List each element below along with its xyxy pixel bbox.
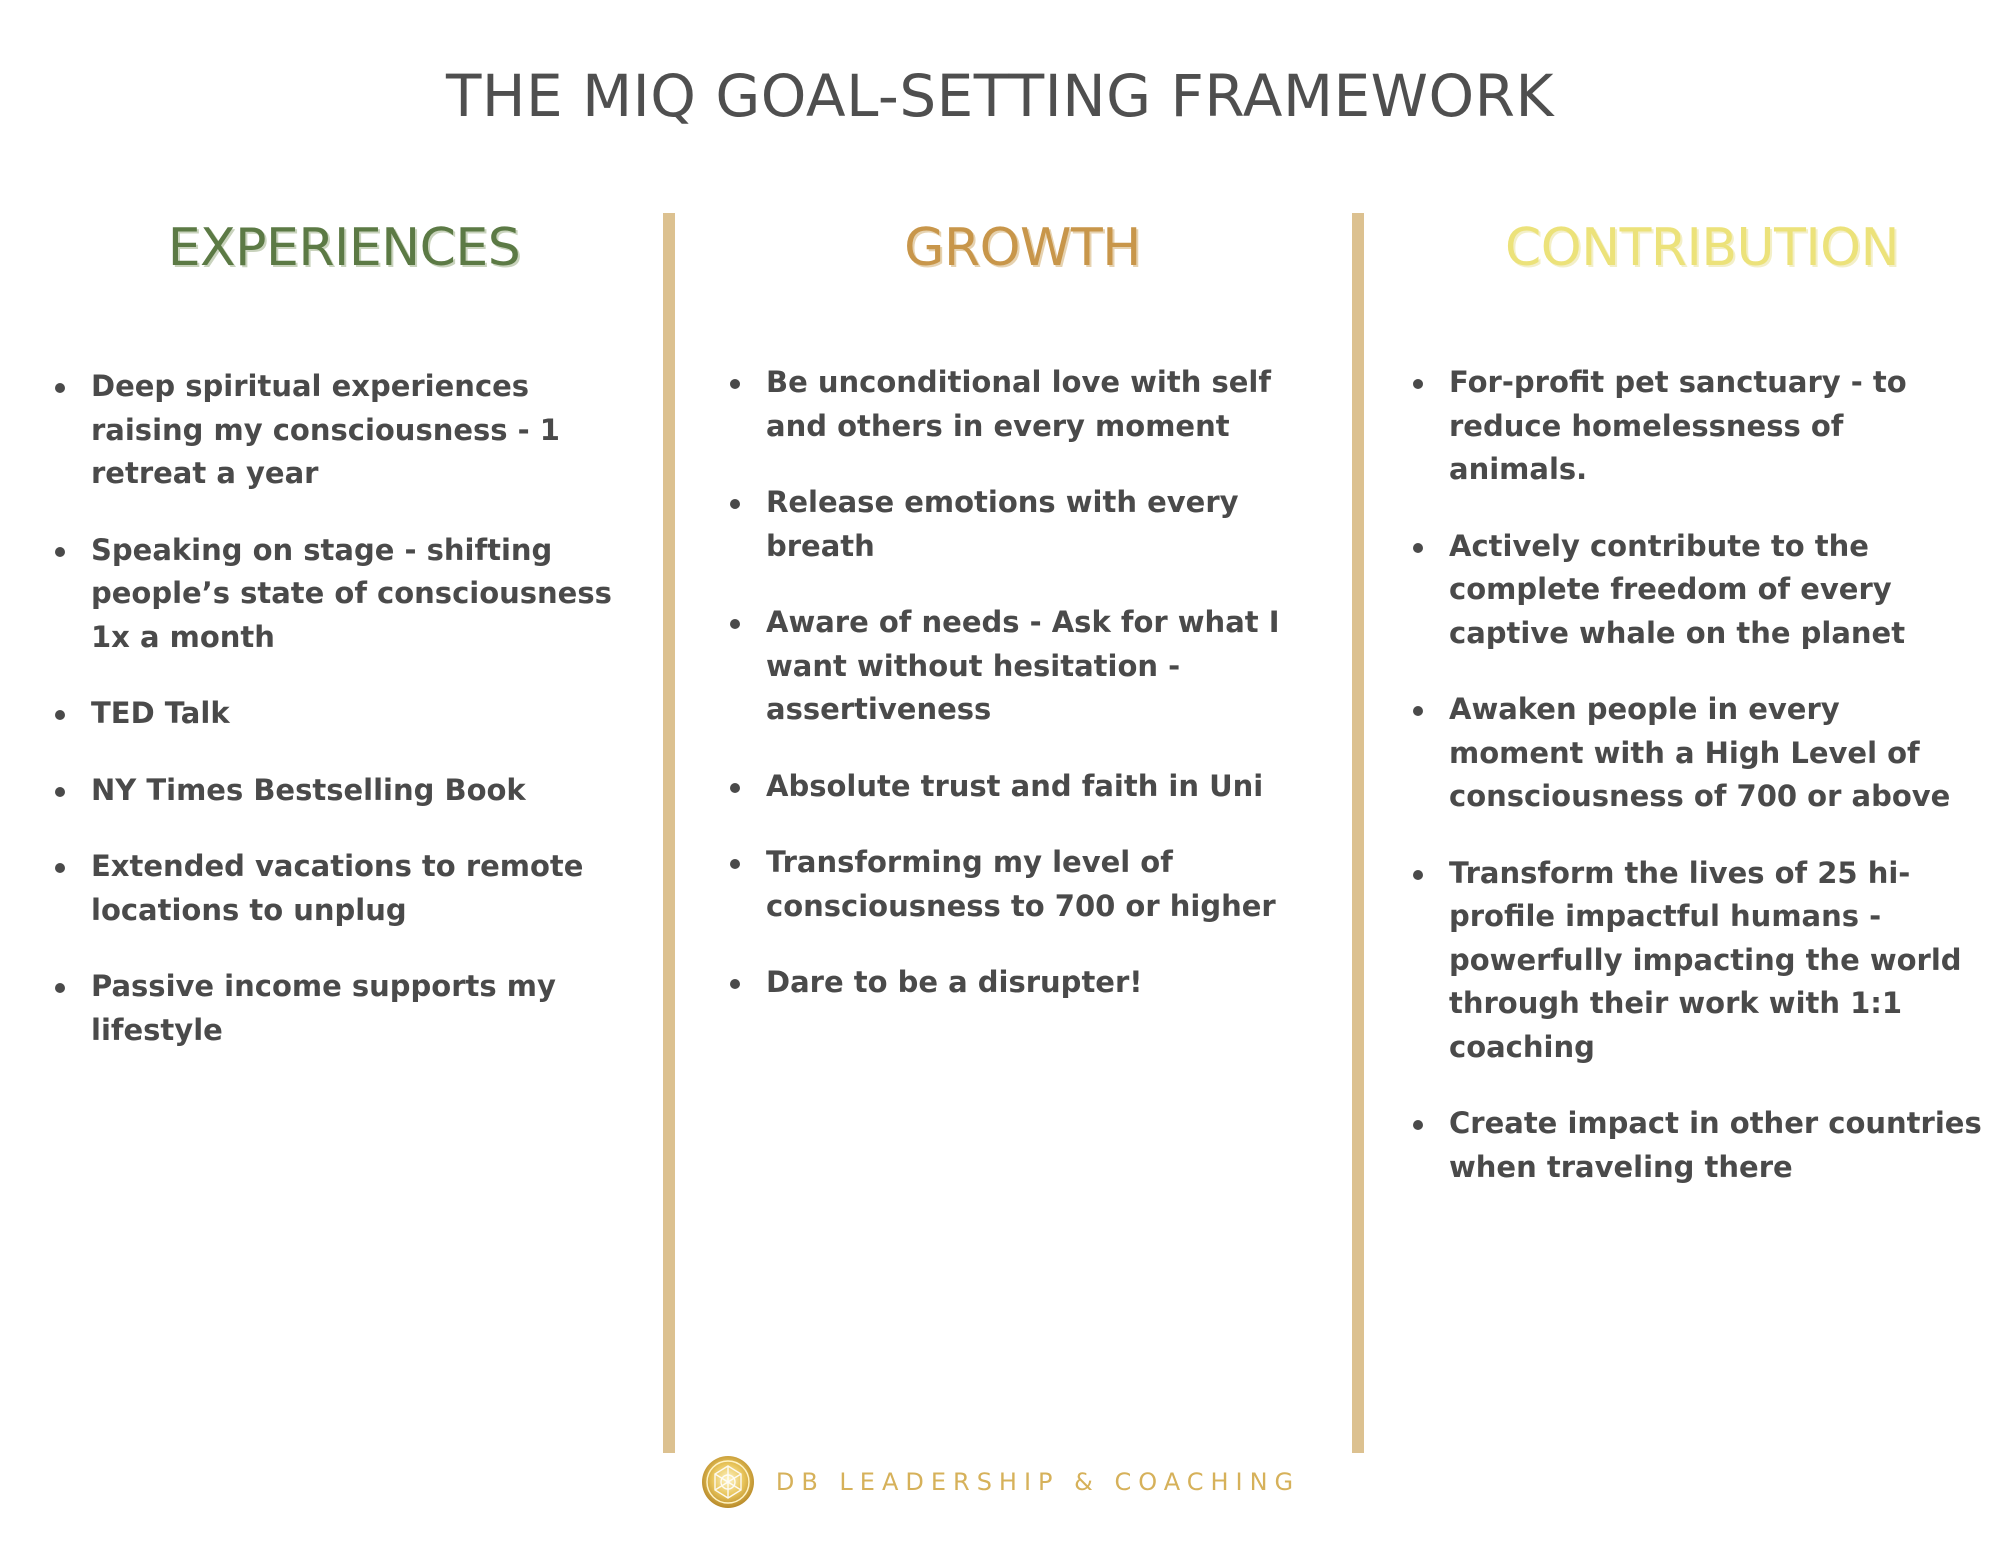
bullet-icon — [55, 546, 65, 557]
bullet-icon — [730, 859, 740, 869]
bullet-icon — [1413, 542, 1423, 553]
list-item: Transforming my level of consciousness t… — [730, 841, 1315, 928]
list-item: Absolute trust and faith in Uni — [730, 765, 1315, 809]
bullet-icon — [55, 710, 65, 720]
footer-brand: DB LEADERSHIP & COACHING — [0, 1454, 2000, 1510]
list-item: Extended vacations to remote locations t… — [55, 845, 645, 932]
bullet-icon — [55, 383, 65, 393]
contribution-column: CONTRIBUTION For-profit pet sanctuary - … — [1413, 213, 1983, 1413]
brand-name: DB LEADERSHIP & COACHING — [775, 1468, 1301, 1496]
list-item: Dare to be a disrupter! — [730, 961, 1315, 1005]
contribution-heading: CONTRIBUTION — [1504, 218, 1900, 278]
contribution-list: For-profit pet sanctuary - to reduce hom… — [1413, 361, 1983, 1222]
bullet-icon — [1413, 706, 1423, 716]
bullet-icon — [730, 379, 740, 389]
list-item: For-profit pet sanctuary - to reduce hom… — [1413, 361, 1983, 492]
bullet-icon — [730, 782, 740, 793]
bullet-icon — [730, 979, 740, 989]
growth-heading: GROWTH — [904, 218, 1141, 278]
list-item: Be unconditional love with self and othe… — [730, 361, 1315, 448]
list-item: Passive income supports my lifestyle — [55, 965, 645, 1052]
list-item: TED Talk — [55, 692, 645, 736]
experiences-column: EXPERIENCES Deep spiritual experiences r… — [55, 213, 645, 1413]
list-item: NY Times Bestselling Book — [55, 769, 645, 813]
list-item: Awaken people in every moment with a Hig… — [1413, 688, 1983, 819]
list-item: Transform the lives of 25 hi-profile imp… — [1413, 852, 1983, 1070]
page-title: THE MIQ GOAL-SETTING FRAMEWORK — [445, 62, 1555, 130]
bullet-icon — [1413, 1120, 1423, 1130]
bullet-icon — [1413, 869, 1423, 880]
list-item: Actively contribute to the complete free… — [1413, 525, 1983, 656]
gold-geometric-flower-icon — [700, 1454, 756, 1510]
bullet-icon — [1413, 379, 1423, 389]
growth-column: GROWTH Be unconditional love with self a… — [730, 213, 1315, 1413]
column-divider-right — [1352, 213, 1364, 1453]
bullet-icon — [55, 786, 65, 797]
bullet-icon — [730, 499, 740, 509]
list-item: Release emotions with every breath — [730, 481, 1315, 568]
list-item: Create impact in other countries when tr… — [1413, 1102, 1983, 1189]
list-item: Speaking on stage - shifting people’s st… — [55, 529, 645, 660]
experiences-heading: EXPERIENCES — [167, 218, 521, 278]
column-divider-left — [663, 213, 675, 1453]
bullet-icon — [55, 863, 65, 873]
list-item: Deep spiritual experiences raising my co… — [55, 365, 645, 496]
bullet-icon — [55, 983, 65, 993]
growth-list: Be unconditional love with self and othe… — [730, 361, 1315, 1038]
experiences-list: Deep spiritual experiences raising my co… — [55, 365, 645, 1085]
bullet-icon — [730, 619, 740, 629]
list-item: Aware of needs - Ask for what I want wit… — [730, 601, 1315, 732]
